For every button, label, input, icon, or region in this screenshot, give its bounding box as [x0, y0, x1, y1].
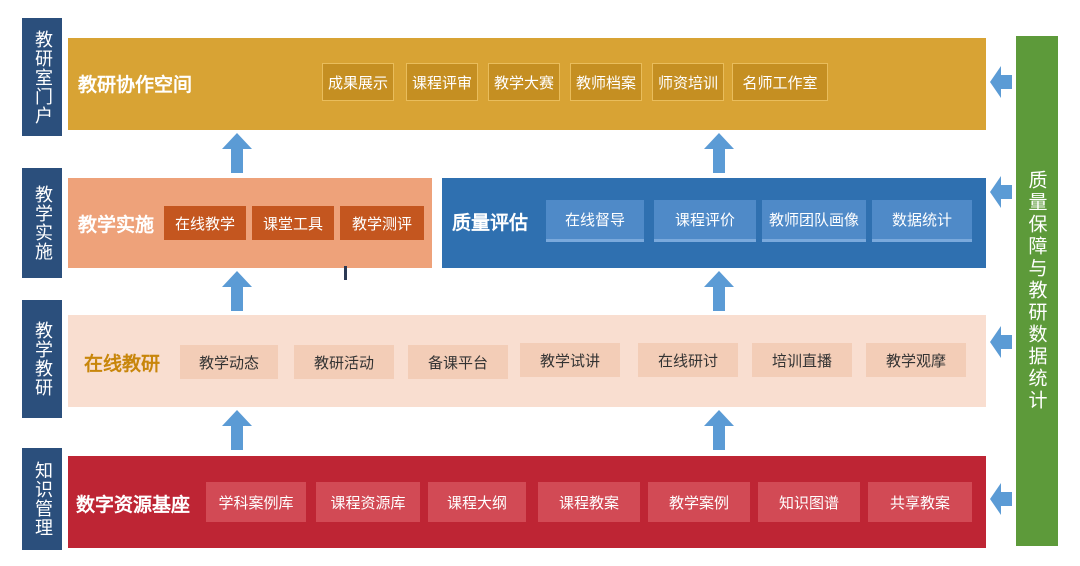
online-item-lesson-prep[interactable]: 备课平台 — [408, 345, 508, 379]
resource-item-teaching-cases[interactable]: 教学案例 — [648, 482, 750, 522]
side-label-portal: 教研室门户 — [22, 18, 62, 136]
left-arrow-icon — [990, 176, 1012, 208]
band-portal: 教研协作空间 成果展示 课程评审 教学大赛 教师档案 师资培训 名师工作室 — [68, 38, 986, 130]
side-label-implementation-text: 教学实施 — [32, 185, 53, 261]
up-arrow-icon — [704, 410, 734, 450]
resource-item-case-library[interactable]: 学科案例库 — [206, 482, 306, 522]
portal-item-master-studio[interactable]: 名师工作室 — [732, 63, 828, 101]
impl-item-class-tools[interactable]: 课堂工具 — [252, 206, 334, 240]
side-label-research-text: 教学教研 — [32, 321, 53, 397]
right-panel-quality-assurance: 质量保障与教研数据统计 — [1016, 36, 1058, 546]
resources-title: 数字资源基座 — [76, 494, 191, 516]
band-online-research: 在线教研 教学动态 教研活动 备课平台 教学试讲 在线研讨 培训直播 教学观摩 — [68, 315, 986, 407]
online-item-news[interactable]: 教学动态 — [180, 345, 278, 379]
quality-item-statistics[interactable]: 数据统计 — [872, 200, 972, 242]
band-implementation: 教学实施 在线教学 课堂工具 教学测评 — [68, 178, 432, 268]
portal-item-results[interactable]: 成果展示 — [322, 63, 394, 101]
up-arrow-icon — [222, 271, 252, 311]
online-item-observation[interactable]: 教学观摩 — [866, 343, 966, 377]
quality-title: 质量评估 — [452, 212, 529, 234]
band-resources: 数字资源基座 学科案例库 课程资源库 课程大纲 课程教案 教学案例 知识图谱 共… — [68, 456, 986, 548]
side-label-portal-text: 教研室门户 — [32, 29, 53, 125]
left-arrow-icon — [990, 326, 1012, 358]
left-arrow-icon — [990, 66, 1012, 98]
implementation-title: 教学实施 — [78, 214, 155, 236]
band-quality: 质量评估 在线督导 课程评价 教师团队画像 数据统计 — [442, 178, 986, 268]
online-item-trial-lecture[interactable]: 教学试讲 — [520, 343, 620, 377]
portal-item-course-review[interactable]: 课程评审 — [406, 63, 478, 101]
impl-item-assessment[interactable]: 教学测评 — [340, 206, 424, 240]
portal-item-teacher-archive[interactable]: 教师档案 — [570, 63, 642, 101]
impl-item-online-teaching[interactable]: 在线教学 — [164, 206, 246, 240]
resource-item-course-library[interactable]: 课程资源库 — [316, 482, 420, 522]
online-item-activities[interactable]: 教研活动 — [294, 345, 394, 379]
quality-item-course-eval[interactable]: 课程评价 — [654, 200, 756, 242]
quality-item-supervision[interactable]: 在线督导 — [546, 200, 644, 242]
up-arrow-icon — [704, 271, 734, 311]
portal-item-contest[interactable]: 教学大赛 — [488, 63, 560, 101]
right-panel-text: 质量保障与教研数据统计 — [1025, 170, 1048, 412]
online-item-seminar[interactable]: 在线研讨 — [638, 343, 738, 377]
resource-item-lesson-plans[interactable]: 课程教案 — [538, 482, 640, 522]
up-arrow-icon — [704, 133, 734, 173]
quality-item-team-profile[interactable]: 教师团队画像 — [762, 200, 866, 242]
left-arrow-icon — [990, 483, 1012, 515]
up-arrow-icon — [222, 410, 252, 450]
resource-item-knowledge-graph[interactable]: 知识图谱 — [758, 482, 860, 522]
portal-title: 教研协作空间 — [78, 74, 193, 96]
side-label-implementation: 教学实施 — [22, 168, 62, 278]
tick-mark — [344, 266, 347, 280]
resource-item-syllabus[interactable]: 课程大纲 — [428, 482, 526, 522]
side-label-knowledge: 知识管理 — [22, 448, 62, 550]
side-label-research: 教学教研 — [22, 300, 62, 418]
resource-item-shared-plans[interactable]: 共享教案 — [868, 482, 972, 522]
portal-item-training[interactable]: 师资培训 — [652, 63, 724, 101]
side-label-knowledge-text: 知识管理 — [32, 461, 53, 537]
up-arrow-icon — [222, 133, 252, 173]
online-research-title: 在线教研 — [84, 353, 161, 375]
online-item-live-training[interactable]: 培训直播 — [752, 343, 852, 377]
